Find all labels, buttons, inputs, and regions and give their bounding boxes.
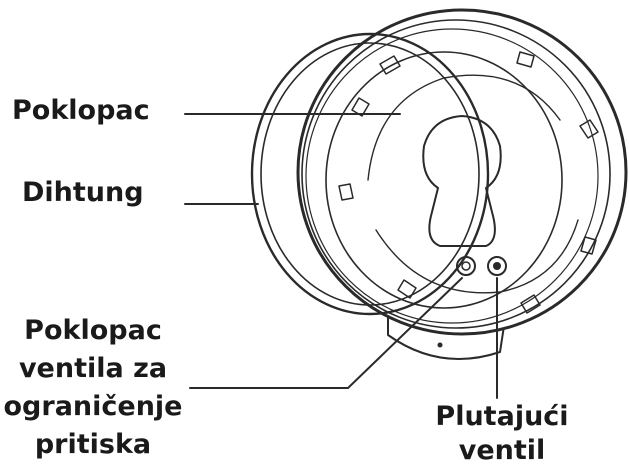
leader-line-pressure-valve-cap [189,277,463,389]
label-pressure-valve-cap-line-2: ventila za [18,353,168,384]
label-pressure-valve-cap-line-1: Poklopac [24,315,162,346]
label-pressure-valve-cap-line-3: ograničenje [3,391,183,422]
gasket-drawing [250,32,490,316]
label-pressure-valve-cap: Poklopac ventila za ograničenje pritiska [0,312,186,464]
label-float-valve: Plutajući ventil [420,400,584,468]
label-pressure-valve-cap-line-4: pritiska [34,429,152,460]
label-lid: Poklopac [12,95,150,126]
label-float-valve-line-2: ventil [458,435,546,466]
label-gasket: Dihtung [22,177,144,208]
label-float-valve-line-1: Plutajući [435,401,569,432]
lid-drawing [296,8,628,360]
